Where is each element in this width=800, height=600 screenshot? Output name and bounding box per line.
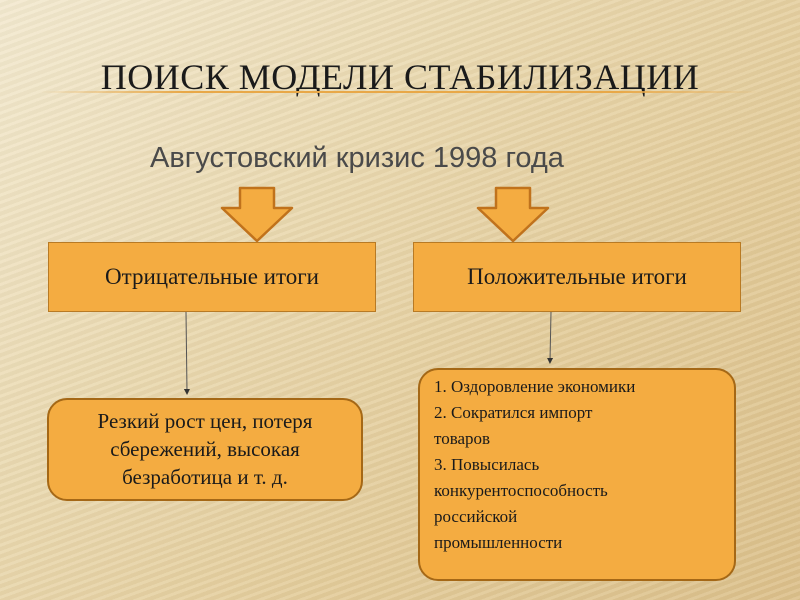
- title-underline: [40, 91, 760, 93]
- positive-line-5: конкурентоспособность: [434, 481, 608, 500]
- down-arrow-left-icon: [220, 186, 294, 243]
- down-arrow-right-icon: [476, 186, 550, 243]
- slide-title: ПОИСК МОДЕЛИ СТАБИЛИЗАЦИИ: [100, 57, 700, 97]
- positive-results-detail: 1. Оздоровление экономики 2. Сократился …: [418, 368, 736, 581]
- positive-line-4: 3. Повысилась: [434, 455, 540, 474]
- negative-results-box: Отрицательные итоги: [48, 242, 376, 312]
- negative-results-label: Отрицательные итоги: [105, 264, 319, 289]
- negative-results-detail: Резкий рост цен, потеря сбережений, высо…: [47, 398, 363, 501]
- positive-line-3: товаров: [434, 429, 491, 448]
- positive-line-2: 2. Сократился импорт: [434, 403, 593, 422]
- positive-line-7: промышленности: [434, 533, 563, 552]
- connector-positive: [547, 311, 554, 364]
- positive-line-6: российской: [434, 507, 518, 526]
- positive-line-1: 1. Оздоровление экономики: [434, 377, 636, 396]
- positive-results-label: Положительные итоги: [467, 264, 687, 289]
- connector-negative: [183, 311, 190, 395]
- slide-subtitle: Августовский кризис 1998 года: [150, 142, 564, 174]
- positive-results-box: Положительные итоги: [413, 242, 741, 312]
